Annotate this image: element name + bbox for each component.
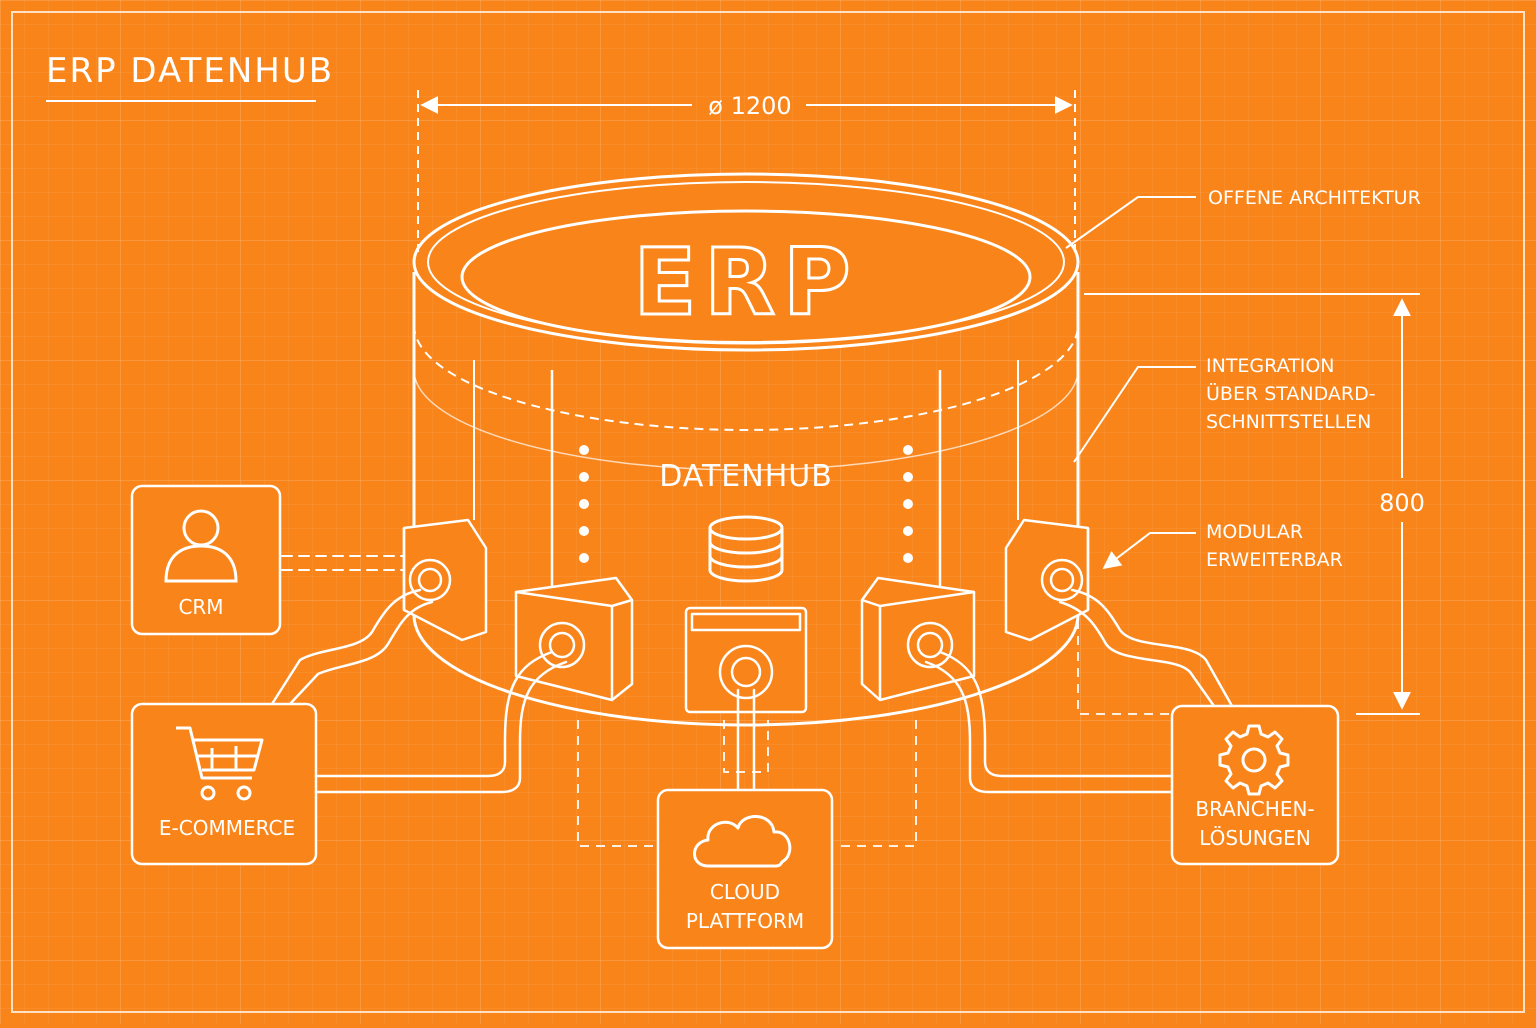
hub-top-outer xyxy=(412,172,1080,352)
frame-border xyxy=(11,11,1525,1013)
dimension-height xyxy=(1084,293,1420,715)
cable-cloud xyxy=(736,688,756,792)
cables xyxy=(270,555,1234,794)
module-cloud-label-line2: PLATTFORM xyxy=(686,909,804,933)
connector-center-right xyxy=(860,576,976,702)
hub-connectors xyxy=(402,518,1090,714)
cable-right-a xyxy=(1070,588,1234,708)
module-crm: CRM xyxy=(130,484,282,636)
leader-modular xyxy=(1102,532,1196,570)
connector-center-left xyxy=(514,576,634,702)
shopping-cart-icon xyxy=(176,726,264,801)
link-crm xyxy=(281,555,405,571)
gear-icon xyxy=(1218,724,1290,796)
module-crm-label: CRM xyxy=(178,595,223,619)
module-cloud: CLOUD PLATTFORM xyxy=(656,788,834,950)
annotation-modular-line2: ERWEITERBAR xyxy=(1206,549,1343,571)
annotation-open-architecture: OFFENE ARCHITEKTUR xyxy=(1208,187,1421,209)
cable-left-b xyxy=(288,600,434,706)
module-ecommerce: E-COMMERCE xyxy=(130,702,318,866)
status-dots-left xyxy=(579,445,589,563)
hub-body xyxy=(412,272,1080,727)
erp-hub xyxy=(412,172,1080,727)
dimension-width xyxy=(417,90,1076,258)
hub-rim-line xyxy=(413,324,1079,431)
cable-right-b xyxy=(1058,600,1216,708)
annotation-integration-line2: ÜBER STANDARD- xyxy=(1206,382,1376,405)
cloud-icon xyxy=(693,815,792,868)
width-dimension-label: ø 1200 xyxy=(708,92,791,120)
connector-left xyxy=(402,518,488,642)
annotation-leaders xyxy=(1065,196,1196,570)
module-cloud-label-line1: CLOUD xyxy=(710,880,780,904)
cable-industry-a xyxy=(938,650,1174,778)
annotation-modular-line1: MODULAR xyxy=(1206,521,1303,543)
cable-industry-b xyxy=(924,660,1174,794)
leader-open-architecture xyxy=(1065,196,1196,249)
annotation-integration-line1: INTEGRATION xyxy=(1206,355,1334,377)
datenhub-label: DATENHUB xyxy=(659,459,833,494)
page-title: ERP DATENHUB xyxy=(46,51,334,91)
module-industry: BRANCHEN- LÖSUNGEN xyxy=(1170,704,1340,866)
status-dots-right xyxy=(903,445,913,563)
hub-band-line xyxy=(413,369,1079,471)
annotation-integration-line3: SCHNITTSTELLEN xyxy=(1206,411,1371,433)
cable-ecommerce-b xyxy=(316,660,568,794)
connector-right xyxy=(1004,518,1090,642)
module-ecommerce-label: E-COMMERCE xyxy=(159,816,295,840)
database-icon xyxy=(708,515,784,583)
construction-lines xyxy=(577,620,1172,847)
hub-top-label-ring xyxy=(460,209,1032,345)
cable-ecommerce-a xyxy=(316,650,554,778)
cable-left-a xyxy=(270,588,422,706)
module-industry-label-line1: BRANCHEN- xyxy=(1195,797,1314,821)
height-dimension-label: 800 xyxy=(1379,489,1425,517)
erp-top-label: ERP xyxy=(633,229,858,336)
connector-center xyxy=(684,606,808,714)
leader-integration xyxy=(1073,366,1196,463)
user-icon xyxy=(164,509,238,583)
module-industry-label-line2: LÖSUNGEN xyxy=(1199,826,1311,850)
